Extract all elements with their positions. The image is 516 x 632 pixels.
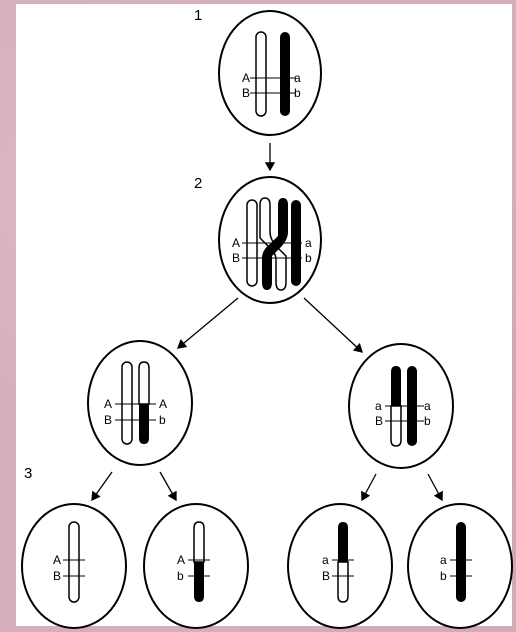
allele-label: B [53, 569, 61, 583]
arrow-2-to-3b [303, 297, 363, 353]
chromatid-white [121, 361, 133, 445]
cell-stage-3-right: a B a b [348, 343, 454, 469]
allele-label: b [177, 569, 184, 583]
gamete-4: a b [407, 503, 513, 629]
chromatid-recombinant-black [391, 366, 401, 406]
chromosome-black-part [194, 562, 204, 602]
allele-label: B [232, 251, 240, 265]
cell-membrane [218, 10, 322, 136]
arrow-to-gamete-4 [427, 473, 443, 502]
allele-label: b [424, 414, 431, 428]
allele-label: A [104, 397, 112, 411]
chromatid-recombinant [138, 361, 150, 405]
gamete-3: a B [287, 503, 393, 629]
stage-label-3: 3 [24, 465, 32, 482]
allele-label: B [242, 86, 250, 100]
allele-label: b [440, 569, 447, 583]
chromatid-crossing-black [262, 198, 288, 290]
cell-stage-3-left: A B A b [87, 340, 193, 466]
stage-label-1: 1 [194, 7, 202, 24]
chromatid-recombinant-white [390, 405, 402, 447]
allele-label: B [104, 413, 112, 427]
chromosome-white-part [337, 561, 349, 603]
allele-label: a [440, 553, 447, 567]
gamete-1: A B [21, 503, 127, 629]
allele-label: a [294, 71, 301, 85]
arrow-to-gamete-2 [159, 471, 177, 502]
allele-label: B [375, 414, 383, 428]
chromosome-black [280, 32, 290, 116]
chromosome-black [456, 522, 466, 602]
chromosome-white-part [193, 521, 205, 563]
allele-label: a [322, 553, 329, 567]
arrow-to-gamete-1 [91, 471, 113, 502]
chromatid-recombinant-black [139, 404, 149, 444]
allele-label: b [159, 413, 166, 427]
allele-label: a [305, 236, 312, 250]
cell-stage-2: A B a b [218, 176, 322, 304]
allele-label: A [177, 553, 185, 567]
gamete-2: A b [143, 503, 249, 629]
arrow-2-to-3a [177, 297, 239, 349]
allele-label: B [322, 569, 330, 583]
allele-label: a [375, 399, 382, 413]
allele-label: b [294, 86, 301, 100]
stage-label-2: 2 [194, 175, 202, 192]
chromosome-white [255, 31, 267, 117]
allele-label: a [424, 399, 431, 413]
allele-label: A [53, 553, 61, 567]
allele-label: b [305, 251, 312, 265]
allele-label: A [159, 397, 167, 411]
arrow-to-gamete-3 [361, 473, 377, 502]
chromosome-white [68, 521, 80, 603]
allele-label: A [232, 236, 240, 250]
cell-stage-1: A B a b [218, 10, 322, 136]
allele-label: A [242, 71, 250, 85]
chromosome-black-part [338, 522, 348, 562]
